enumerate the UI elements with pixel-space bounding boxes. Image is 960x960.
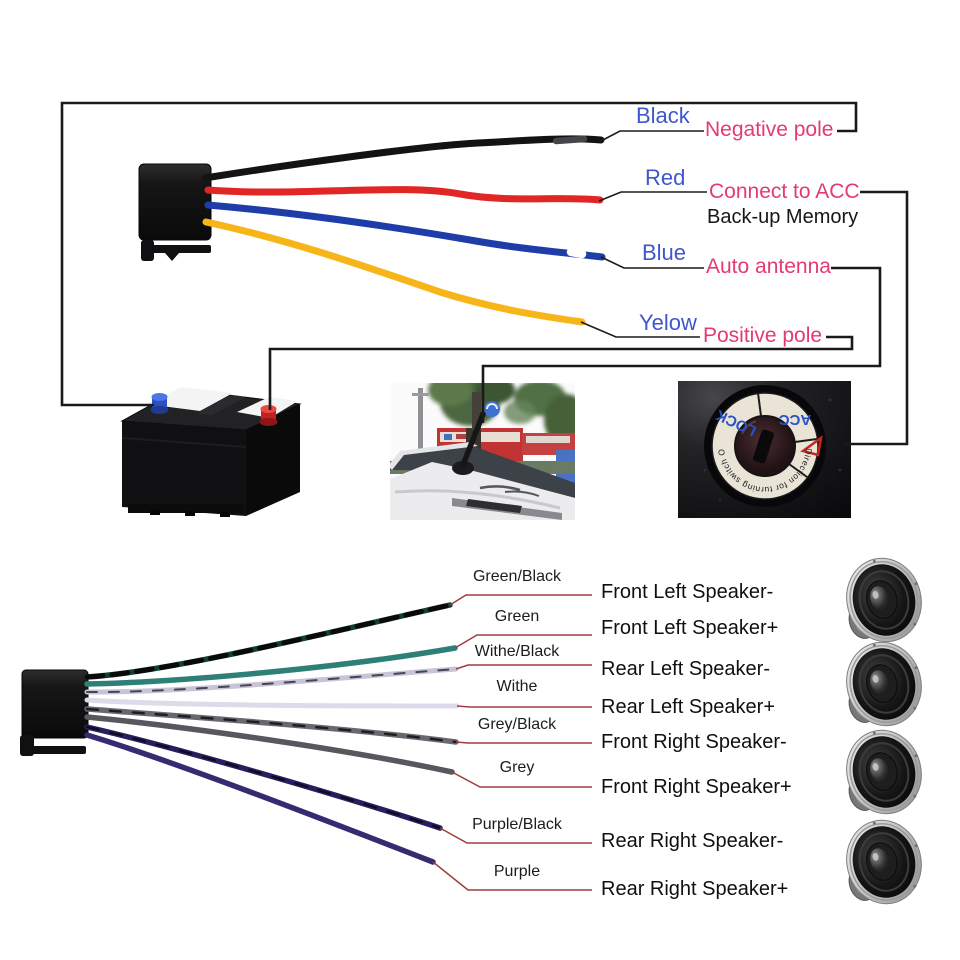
car-antenna-photo bbox=[390, 383, 575, 520]
acc-line bbox=[845, 190, 909, 446]
routing-lines bbox=[60, 101, 909, 446]
speaker-label-rear-right-pos: Rear Right Speaker+ bbox=[601, 878, 789, 900]
ignition-switch-photo: ACC LOCK Direction for turning switch ON bbox=[678, 381, 851, 518]
wire-color-label-yelow: Yelow bbox=[639, 310, 697, 335]
speaker-label-front-left-neg: Front Left Speaker- bbox=[601, 581, 774, 603]
wire-name-purple: Purple bbox=[493, 863, 541, 880]
speaker-icon-rear-left bbox=[836, 633, 932, 735]
speaker-icon-rear-right bbox=[836, 811, 932, 913]
wire-name-green-black: Green/Black bbox=[472, 568, 562, 585]
wire-name-withe: Withe bbox=[496, 678, 538, 695]
connection-label-positive-pole: Positive pole bbox=[703, 324, 823, 347]
speaker-label-rear-right-neg: Rear Right Speaker- bbox=[601, 830, 784, 852]
wire-black bbox=[201, 135, 605, 182]
wire-name-grey-black: Grey/Black bbox=[477, 716, 557, 733]
wire-withe bbox=[84, 697, 460, 709]
connection-label-auto-antenna: Auto antenna bbox=[706, 255, 831, 278]
ignition-acc-label: ACC bbox=[779, 411, 812, 428]
wire-name-green: Green bbox=[494, 608, 540, 625]
speaker-wires bbox=[84, 602, 460, 865]
power-wires bbox=[201, 135, 606, 326]
wire-green bbox=[84, 645, 458, 687]
bottom-leader-lines bbox=[432, 594, 592, 891]
negative-pole-line bbox=[60, 101, 858, 407]
wire-grey bbox=[84, 714, 455, 775]
speaker-label-front-right-pos: Front Right Speaker+ bbox=[601, 776, 792, 798]
wire-purple-black bbox=[84, 724, 443, 831]
connection-note-backup-memory: Back-up Memory bbox=[707, 206, 859, 228]
wire-purple bbox=[84, 732, 436, 865]
wire-name-grey: Grey bbox=[499, 759, 535, 776]
power-connector bbox=[138, 163, 212, 261]
wire-color-label-red: Red bbox=[645, 165, 686, 190]
speaker-label-front-left-pos: Front Left Speaker+ bbox=[601, 617, 779, 639]
auto-antenna-line bbox=[481, 266, 882, 423]
ignition-arrow-icon bbox=[800, 435, 823, 457]
speaker-icon-front-right bbox=[836, 721, 932, 823]
connection-label-negative-pole: Negative pole bbox=[705, 118, 834, 141]
wire-yellow bbox=[202, 218, 586, 326]
wire-color-label-blue: Blue bbox=[642, 240, 687, 265]
wire-red bbox=[204, 186, 604, 204]
speaker-icon-front-left bbox=[836, 549, 932, 651]
top-leader-lines bbox=[580, 130, 707, 338]
positive-pole-line bbox=[268, 335, 854, 410]
speaker-label-rear-left-pos: Rear Left Speaker+ bbox=[601, 696, 775, 718]
connection-label-acc: Connect to ACC bbox=[709, 180, 860, 203]
wire-color-label-black: Black bbox=[636, 103, 690, 128]
speaker-connector bbox=[20, 669, 89, 756]
antenna-rod bbox=[460, 411, 486, 468]
battery-positive-terminal bbox=[259, 405, 278, 426]
wire-name-withe-black: Withe/Black bbox=[474, 643, 560, 660]
speaker-label-front-right-neg: Front Right Speaker- bbox=[601, 731, 787, 753]
speaker-label-rear-left-neg: Rear Left Speaker- bbox=[601, 658, 770, 680]
wire-name-purple-black: Purple/Black bbox=[472, 816, 562, 833]
battery-photo bbox=[120, 387, 302, 517]
battery-negative-terminal bbox=[150, 393, 169, 414]
wire-blue bbox=[204, 201, 606, 261]
